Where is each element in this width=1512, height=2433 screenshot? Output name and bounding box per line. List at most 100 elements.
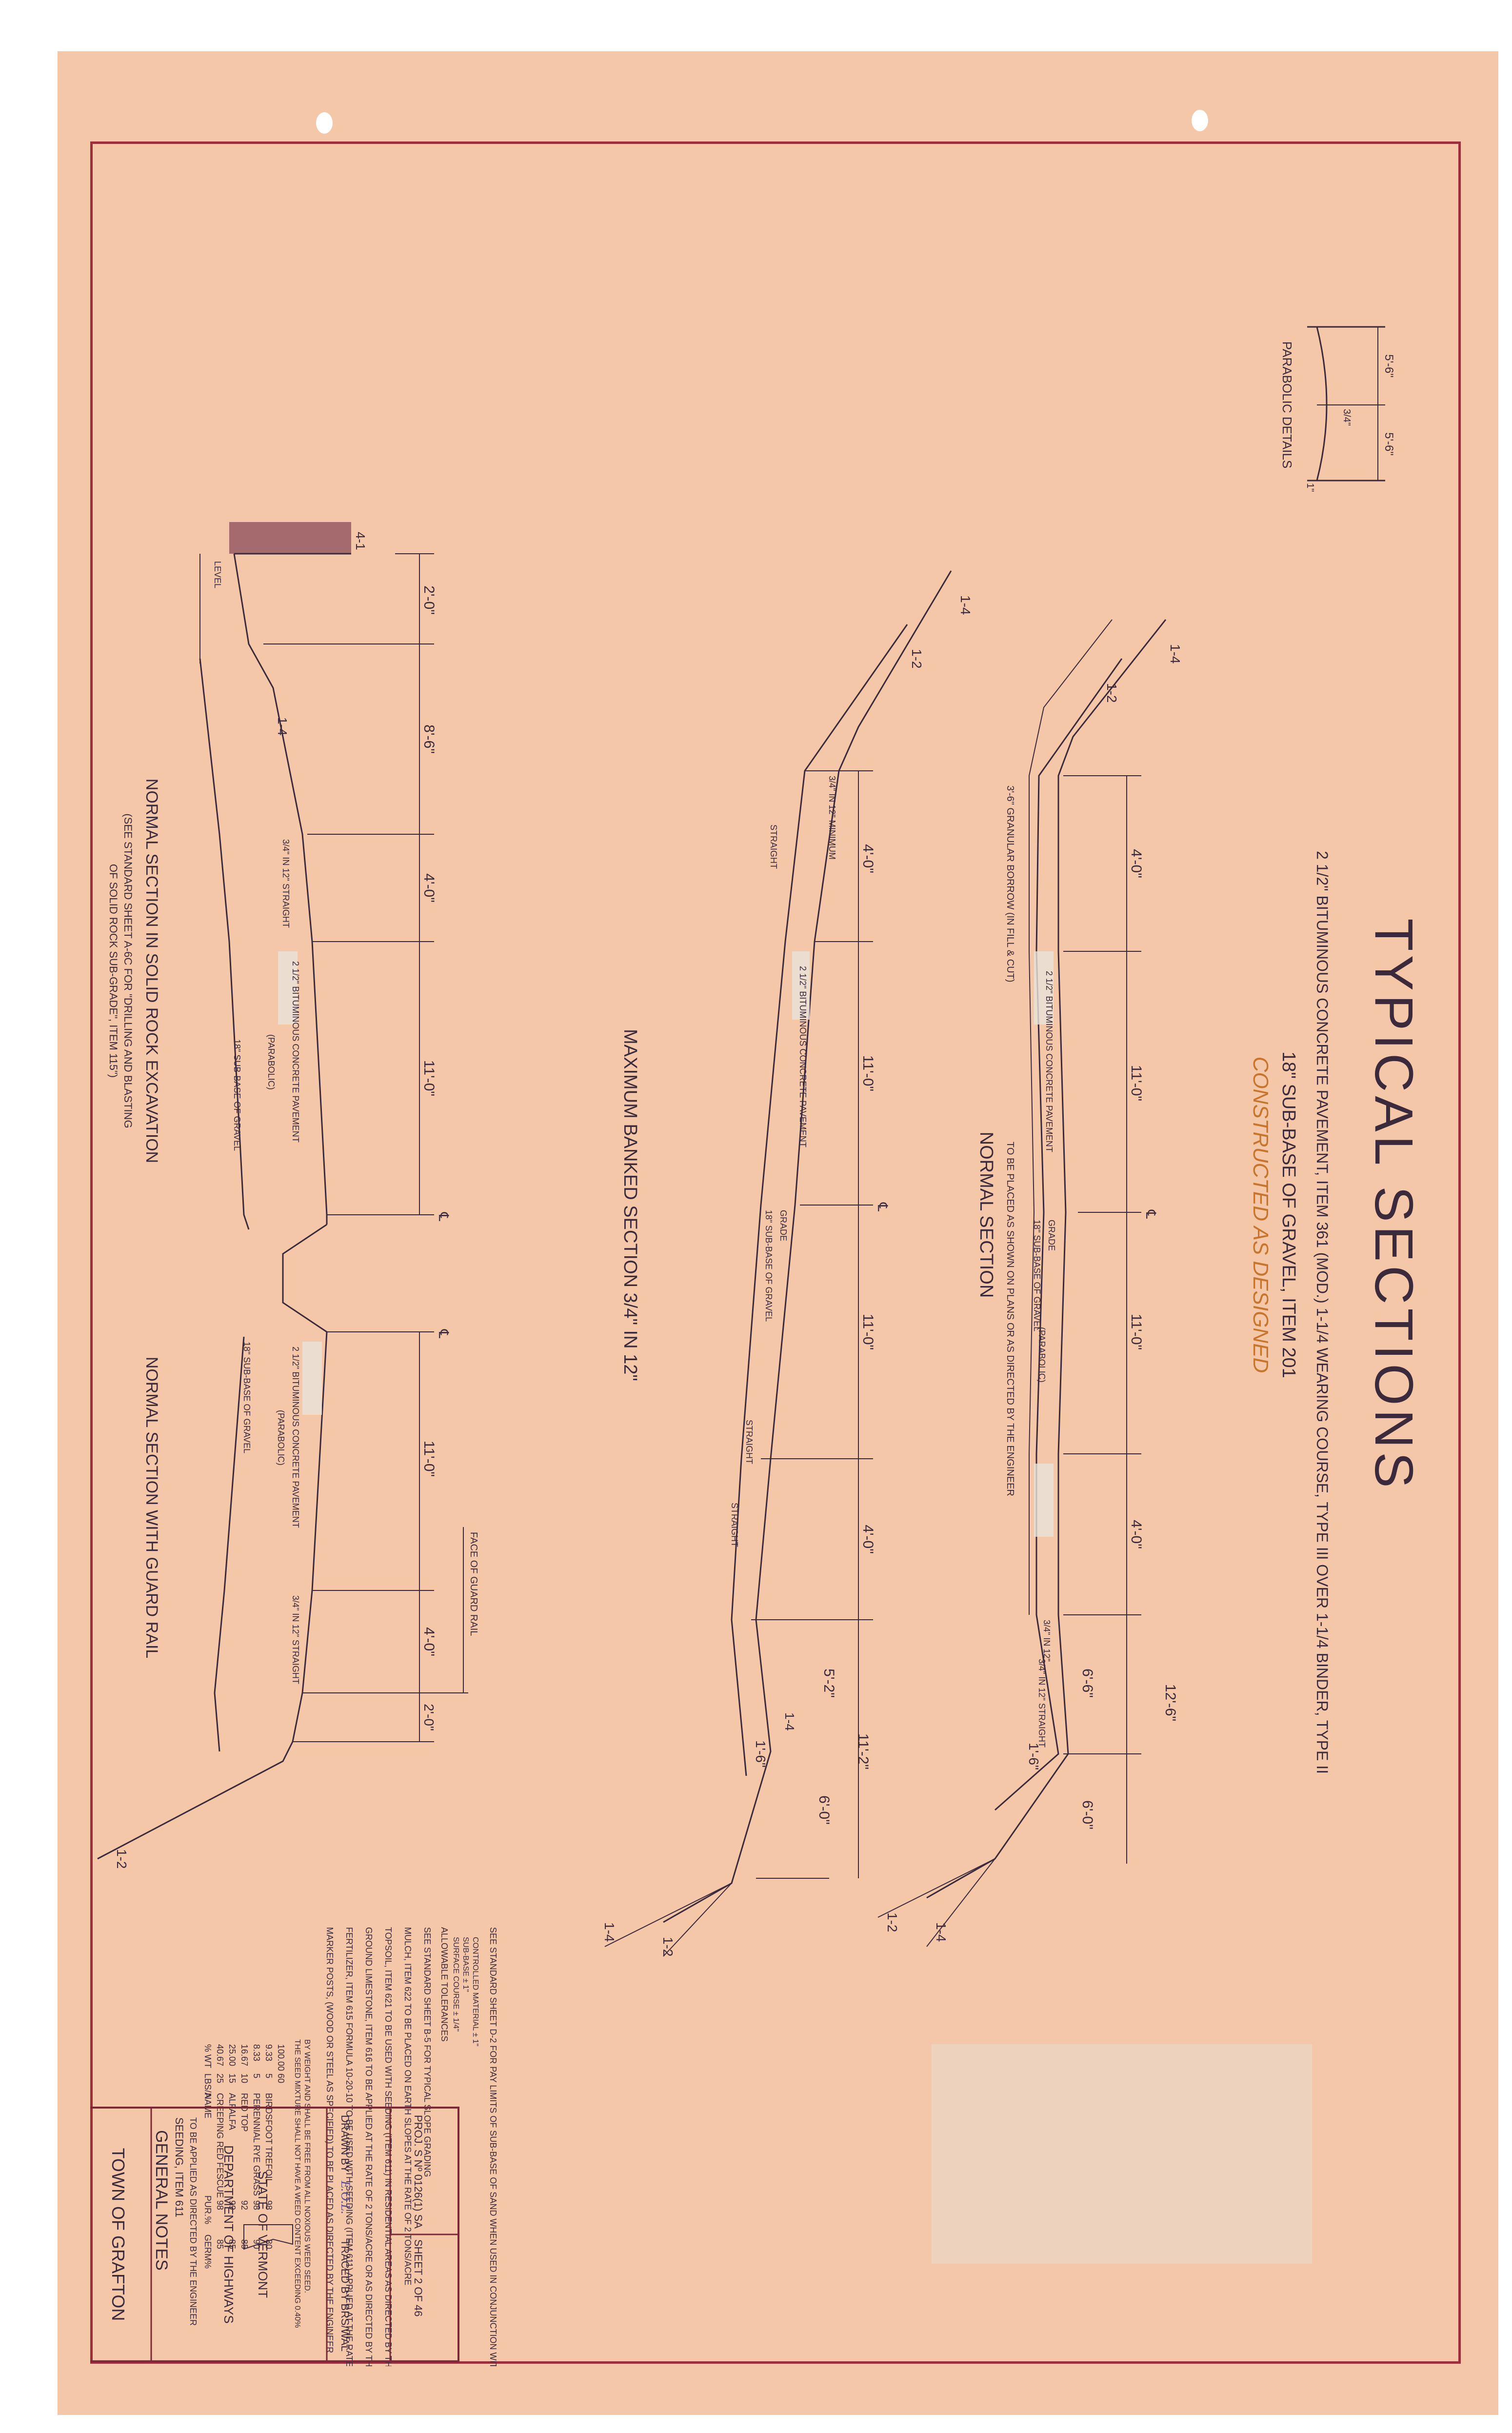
parabolic-mid: 3/4" (1341, 409, 1352, 426)
seed-row: 85 (227, 2239, 237, 2249)
banked-dim: 11'-2" (855, 1733, 871, 1769)
banked-label: STRAIGHT (730, 1503, 739, 1547)
tolerance: SUB-BASE ± 1" (461, 1937, 470, 1992)
drawing-border (90, 141, 1461, 2364)
seed-table-header: PUR.% (203, 2195, 213, 2224)
vermont-state-outline-icon (243, 2224, 293, 2250)
seed-row: PERENNIAL RYE GRASS (252, 2093, 261, 2196)
guard-rail-profile (97, 1331, 328, 1860)
guard-label: 18" SUB-BASE OF GRAVEL (242, 1342, 252, 1453)
weight-col: % WT (203, 2044, 213, 2068)
guard-dim: 2'-0" (421, 1704, 437, 1731)
banked-dim: 4'-0" (860, 1525, 876, 1554)
banked-label: STRAIGHT (769, 824, 778, 869)
lbs-col: 5 (264, 2073, 274, 2078)
banked-label: 3/4" IN 12" MINIMUM (827, 776, 837, 860)
seed-table-header: NAME (203, 2093, 213, 2118)
seed-row: 85 (215, 2239, 225, 2249)
centerline-icon: ℄ (436, 1329, 451, 1338)
guard-rail-section: 11'-0" 4'-0" 2'-0" FACE OF GUARD RAIL 2 … (97, 1331, 479, 1869)
centerline-icon: ℄ (875, 1202, 890, 1211)
weight-col: 16.67 (239, 2044, 249, 2066)
normal-label: GRADE (1047, 1220, 1056, 1251)
rock-section-note: (SEE STANDARD SHEET A-6C FOR "DRILLING A… (122, 813, 134, 1128)
rock-hatch (229, 522, 351, 554)
guard-label: (PARABOLIC) (276, 1410, 286, 1466)
seed-row: 98 (252, 2200, 261, 2210)
banked-slope: 1-2 (660, 1937, 676, 1956)
seed-note: BY WEIGHT AND SHALL BE FREE FROM ALL NOX… (303, 2039, 311, 2293)
normal-dim: 4'-0" (1128, 849, 1144, 878)
normal-section-caption: NORMAL SECTION (976, 1132, 996, 1298)
seed-row: ALFALFA (227, 2093, 237, 2130)
seed-note: THE SEED MIXTURE SHALL NOT HAVE A WEED C… (293, 2039, 301, 2328)
grade-transition (282, 1224, 327, 1333)
guard-dim: 4'-0" (421, 1627, 437, 1656)
normal-label: 2 1/2" BITUMINOUS CONCRETE PAVEMENT (1044, 971, 1054, 1152)
topsoil-note: TOPSOIL, ITEM 621 TO BE USED WITH SEEDIN… (383, 1927, 393, 2366)
normal-section-subbase (995, 658, 1123, 1811)
banked-dim: 5'-2" (821, 1669, 837, 1698)
normal-dim: 6'-0" (1079, 1800, 1095, 1830)
general-notes-heading: GENERAL NOTES (152, 2130, 171, 2271)
guard-rail-caption: NORMAL SECTION WITH GUARD RAIL (142, 1357, 161, 1658)
general-notes: GENERAL NOTES SEEDING, ITEM 611 TO BE AP… (152, 1927, 1312, 2366)
constructed-stamp: CONSTRUCTED AS DESIGNED (1249, 1057, 1273, 1373)
seed-row: 90 (252, 2239, 261, 2249)
parabolic-label: PARABOLIC DETAILS (1280, 342, 1294, 469)
seed-row: CREEPING RED FESCUE (215, 2093, 225, 2198)
rock-label: 2 1/2" BITUMINOUS CONCRETE PAVEMENT (291, 961, 300, 1143)
title-block: TOWN OF GRAFTON STATE OF VERMONT DEPARTM… (90, 2107, 459, 2362)
parabolic-end: 1" (1305, 483, 1315, 492)
lbs-col: 5 (252, 2073, 261, 2078)
seed-row: 98 (215, 2200, 225, 2210)
normal-dim: 11'-0" (1128, 1314, 1144, 1350)
traced-by: TRACED BY BRS/WAL (339, 2239, 351, 2352)
banked-section-profile (663, 570, 952, 1923)
rock-section-subbase (199, 658, 250, 1230)
banked-label: STRAIGHT (744, 1420, 754, 1464)
seed-row: 99 (227, 2200, 237, 2210)
seed-row: 98 (264, 2200, 274, 2210)
mulch-note: MULCH, ITEM 622 TO BE PLACED ON EARTH SL… (403, 1927, 413, 2285)
parabolic-details: 5'-6" 5'-6" 3/4" 1" PARABOLIC DETAILS (1280, 326, 1395, 492)
banked-dim: 4'-0" (860, 844, 876, 873)
normal-section: 4'-0" 11'-0" 11'-0" 4'-0" 6'-6" 6'-0" 12… (877, 619, 1183, 1947)
normal-label: 3/4" IN 12" (1042, 1620, 1052, 1662)
banked-dim: 6'-0" (816, 1795, 832, 1825)
lbs-col: LBS/A (203, 2073, 213, 2098)
weight-col: 40.67 (215, 2044, 225, 2066)
see-b5-note: SEE STANDARD SHEET B-5 FOR TYPICAL SLOPE… (422, 1927, 432, 2177)
guard-label: 2 1/2" BITUMINOUS CONCRETE PAVEMENT (291, 1347, 300, 1528)
banked-section-caption: MAXIMUM BANKED SECTION 3/4" IN 12" (620, 1029, 640, 1381)
normal-slope: 1-2 (1104, 683, 1119, 703)
normal-label: 18" SUB-BASE OF GRAVEL (1032, 1220, 1042, 1331)
guard-dim: 11'-0" (421, 1441, 437, 1477)
seed-row: RED TOP (239, 2093, 249, 2131)
rock-label: 3/4" IN 12" STRAIGHT (281, 839, 291, 928)
fertilizer-note: FERTILIZER, ITEM 615 FORMULA 10-20-10 TO… (344, 1927, 354, 2366)
punch-hole (316, 112, 333, 134)
normal-dim: 1'-6" (1026, 1743, 1041, 1770)
normal-section-profile (926, 619, 1167, 1899)
tolerance: SURFACE COURSE ± 1/4" (452, 1937, 460, 2031)
tolerance: CONTROLLED MATERIAL ± 1" (471, 1937, 479, 2046)
banked-slope: 1-2 (909, 649, 924, 668)
guard-rail-subbase (214, 1336, 245, 1752)
lbs-col: 15 (227, 2073, 237, 2083)
lbs-col: 25 (215, 2073, 225, 2083)
guard-label: 3/4" IN 12" STRAIGHT (291, 1595, 300, 1684)
typical-sections-drawing: TYPICAL SECTIONS 2 1/2" BITUMINOUS CONCR… (90, 326, 1424, 2366)
centerline-icon: ℄ (1143, 1209, 1158, 1219)
rock-section-profile (233, 553, 328, 1225)
rotated-drawing-content: TYPICAL SECTIONS 2 1/2" BITUMINOUS CONCR… (90, 141, 1463, 2366)
banked-slope: 1-4 (782, 1712, 797, 1731)
rock-section: 2'-0" 8'-6" 4'-0" 11'-0" 4-1 LEVEL 1-4 3… (107, 522, 437, 1230)
normal-dim: 6'-6" (1079, 1669, 1095, 1698)
lbs-col: 10 (239, 2073, 249, 2083)
state-of: STATE OF VERMONT (256, 2171, 270, 2298)
drawing-sheet (58, 51, 1498, 2415)
normal-slope: 1-2 (885, 1912, 900, 1932)
guard-label: 1-2 (114, 1849, 129, 1869)
rock-dim: 4'-0" (421, 873, 437, 903)
